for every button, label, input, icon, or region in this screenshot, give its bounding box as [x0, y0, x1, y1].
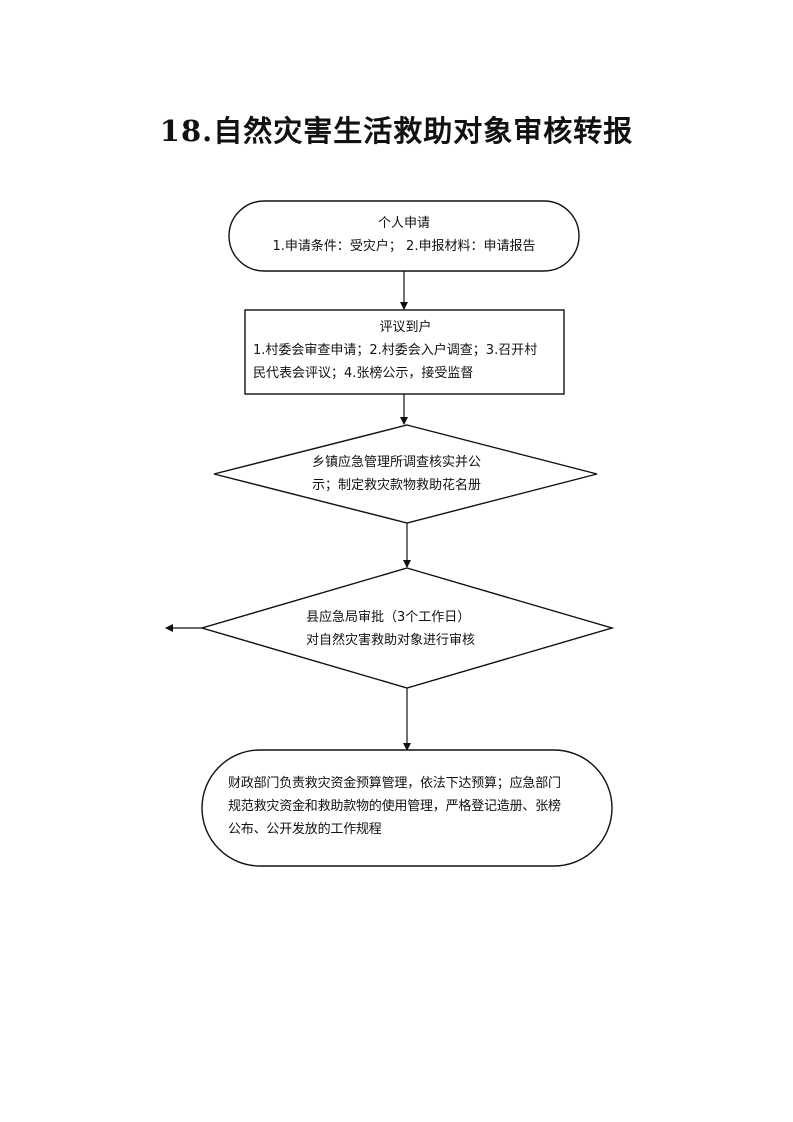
township-line-1: 乡镇应急管理所调查核实并公 [312, 455, 482, 470]
apply-title: 个人申请 [377, 216, 430, 231]
review-node-text: 评议到户 1.村委会审查申请；2.村委会入户调查；3.召开村 民代表会评议；4.… [253, 316, 558, 385]
page-title: 18.自然灾害生活救助对象审核转报 [159, 114, 634, 148]
finance-line-1: 财政部门负责救灾资金预算管理，依法下达预算；应急部门 [228, 776, 561, 791]
review-detail-2: 民代表会评议；4.张榜公示，接受监督 [253, 366, 474, 381]
finance-node-text: 财政部门负责救灾资金预算管理，依法下达预算；应急部门 规范救灾资金和救助款物的使… [228, 772, 600, 841]
apply-detail: 1.申请条件：受灾户； 2.申报材料：申请报告 [272, 239, 536, 254]
township-node-text: 乡镇应急管理所调查核实并公 示；制定救灾款物救助花名册 [312, 451, 522, 497]
review-detail-1: 1.村委会审查申请；2.村委会入户调查；3.召开村 [253, 343, 538, 358]
finance-line-3: 公布、公开发放的工作规程 [228, 822, 382, 837]
finance-line-2: 规范救灾资金和救助款物的使用管理，严格登记造册、张榜 [228, 799, 561, 814]
finance-terminal-shape [201, 749, 613, 867]
county-line-2: 对自然灾害救助对象进行审核 [306, 633, 476, 648]
township-line-2: 示；制定救灾款物救助花名册 [312, 478, 482, 493]
review-title: 评议到户 [379, 320, 432, 335]
county-node-text: 县应急局审批（3个工作日） 对自然灾害救助对象进行审核 [306, 606, 516, 652]
county-line-1: 县应急局审批（3个工作日） [306, 610, 471, 625]
apply-node-text: 个人申请 1.申请条件：受灾户； 2.申报材料：申请报告 [229, 212, 579, 258]
